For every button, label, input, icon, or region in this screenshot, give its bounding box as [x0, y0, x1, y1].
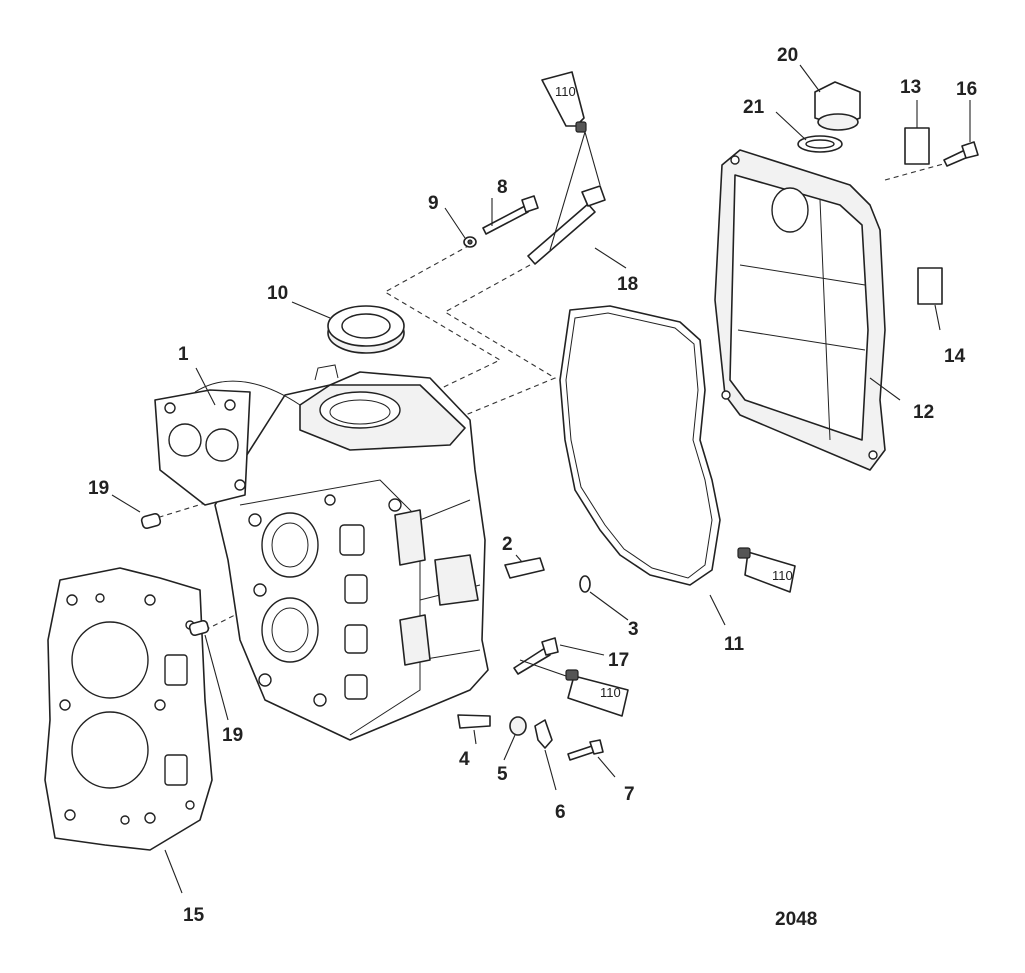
head-gasket — [44, 567, 213, 851]
cylinder-head-cover — [714, 149, 886, 471]
oil-fill-cap — [797, 81, 861, 153]
tube-label-gasket: 110 — [772, 568, 793, 583]
callout-3: 3 — [628, 619, 639, 640]
callout-10: 10 — [267, 283, 288, 304]
callout-labels: 1 2 3 4 5 6 7 8 9 10 11 12 13 14 15 16 1… — [88, 45, 977, 926]
callout-2: 2 — [502, 534, 513, 555]
sealant-tube-top: 110 — [541, 71, 601, 251]
callout-12: 12 — [913, 402, 934, 423]
callout-14: 14 — [944, 346, 966, 367]
callout-15: 15 — [183, 905, 205, 926]
callout-16: 16 — [956, 79, 977, 100]
sealant-tube-bolt: 110 — [519, 659, 629, 717]
tube-label-bolt: 110 — [600, 685, 621, 700]
washer-and-screw — [463, 195, 539, 248]
callout-7: 7 — [624, 784, 635, 805]
callout-19-lower: 19 — [222, 725, 243, 746]
callout-11: 11 — [724, 634, 745, 655]
callout-17: 17 — [608, 650, 629, 671]
callout-20: 20 — [777, 45, 798, 66]
long-bolt — [527, 185, 606, 265]
sealant-tube-gasket: 110 — [737, 547, 796, 593]
cylinder-head — [154, 364, 489, 741]
callout-6: 6 — [555, 802, 566, 823]
callout-9: 9 — [428, 193, 439, 214]
small-parts — [457, 557, 604, 761]
callout-5: 5 — [497, 764, 508, 785]
callout-19-upper: 19 — [88, 478, 109, 499]
tube-label-top: 110 — [555, 84, 576, 99]
decals — [904, 127, 943, 305]
callout-13: 13 — [900, 77, 921, 98]
cover-screw — [943, 141, 979, 167]
callout-8: 8 — [497, 177, 508, 198]
dowel-pins — [140, 512, 210, 637]
figure-number: 2048 — [775, 909, 817, 930]
callout-21: 21 — [743, 97, 765, 118]
callout-1: 1 — [178, 344, 189, 365]
callout-4: 4 — [459, 749, 470, 770]
oil-seal — [327, 305, 405, 354]
cover-gasket — [559, 305, 721, 586]
leader-lines — [111, 64, 971, 894]
callout-18: 18 — [617, 274, 638, 295]
